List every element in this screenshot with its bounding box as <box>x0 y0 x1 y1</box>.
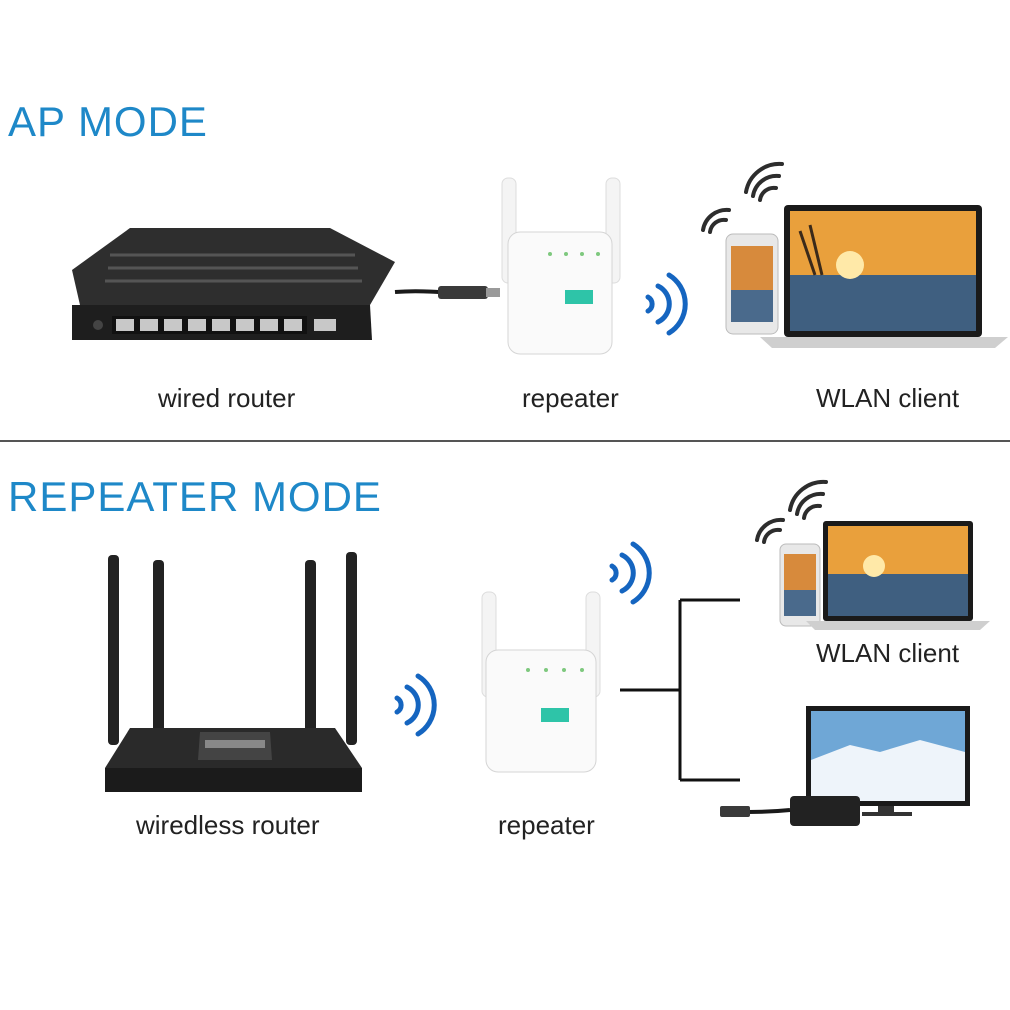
wireless-router-image <box>105 552 362 792</box>
ap-client-wifi-icon <box>701 161 784 234</box>
ap-wlan-client-image <box>725 205 1008 348</box>
wireless-router-label: wiredless router <box>136 810 320 840</box>
repeater-mode-repeater-image <box>481 591 601 773</box>
wired-router-image <box>72 228 500 340</box>
ap-wlan-client-label: WLAN client <box>816 383 960 413</box>
ap-mode-title: AP MODE <box>8 98 208 145</box>
wired-router-label: wired router <box>158 383 296 413</box>
ap-wifi-signal-icon <box>645 272 688 336</box>
ap-mode-diagram <box>72 161 1008 355</box>
repeater-mode-title: REPEATER MODE <box>8 473 382 520</box>
router-wifi-signal-icon <box>394 673 437 737</box>
ap-repeater-label: repeater <box>522 383 619 413</box>
section-divider <box>0 440 1010 442</box>
tv-wired-device-image <box>720 706 970 826</box>
repeater-mode-repeater-label: repeater <box>498 810 595 840</box>
connection-lines <box>620 598 740 782</box>
repeater-wifi-signal-icon <box>609 541 652 605</box>
repeater-client-wifi-icon <box>755 479 828 544</box>
repeater-wlan-client-image <box>779 521 990 630</box>
ap-repeater-image <box>501 177 621 355</box>
repeater-mode-wlan-client-label: WLAN client <box>816 638 960 668</box>
